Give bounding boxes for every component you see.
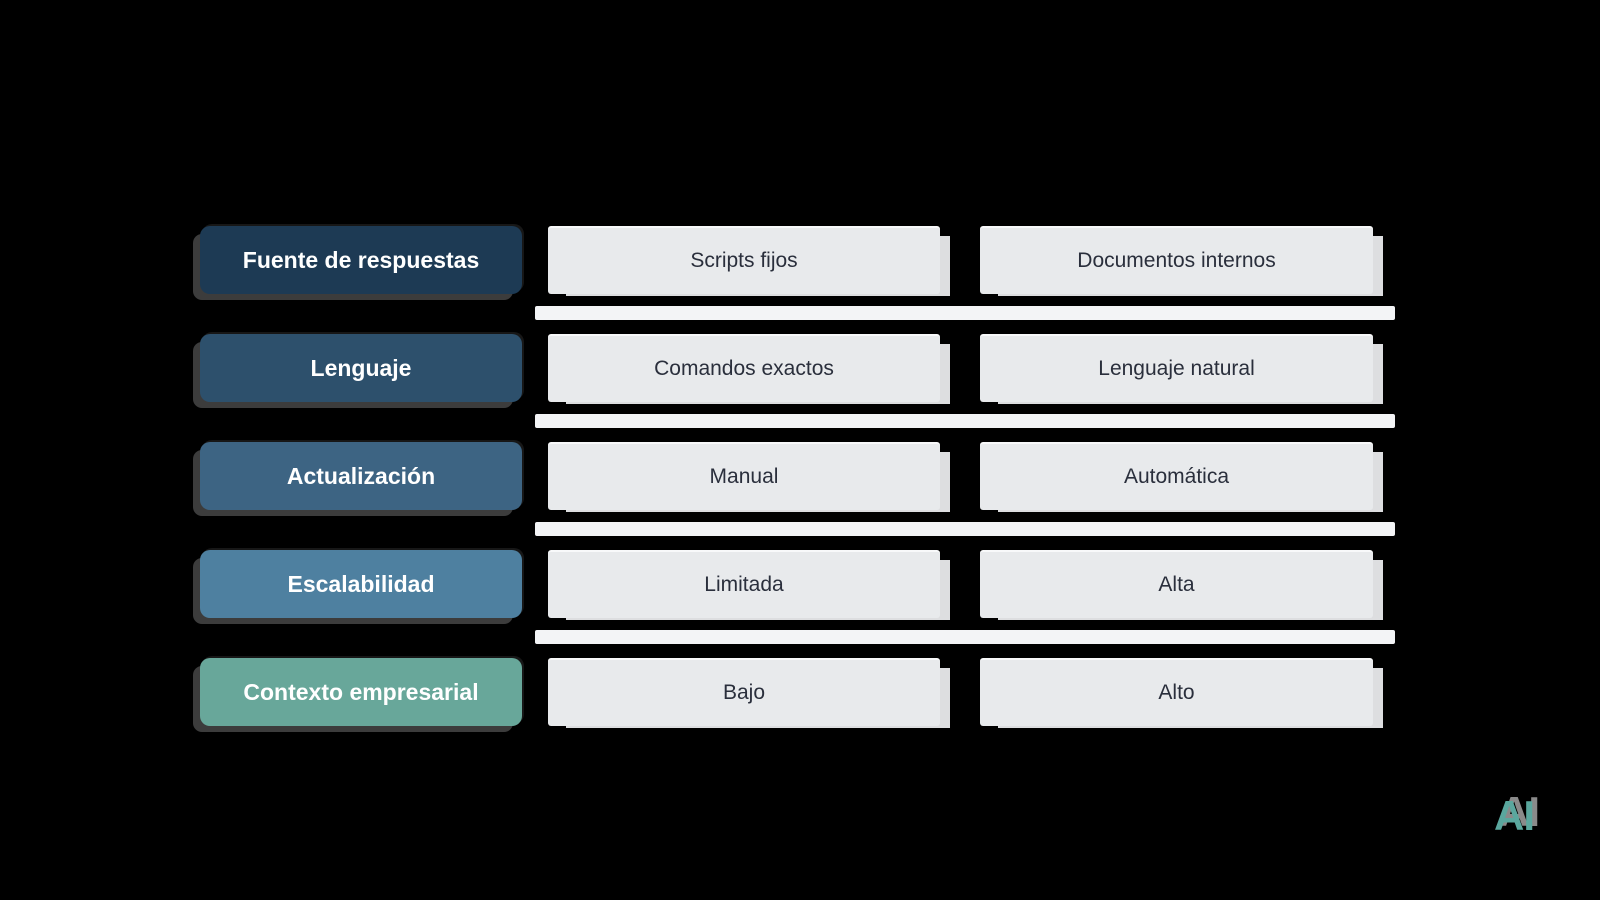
cell-col1: Comandos exactos (548, 334, 940, 402)
cell-col2: Alto (980, 658, 1373, 726)
table-row: Lenguaje Comandos exactos Lenguaje natur… (0, 334, 1600, 402)
separator-strip (535, 522, 1395, 536)
cell-col1: Manual (548, 442, 940, 510)
table-row: Escalabilidad Limitada Alta (0, 550, 1600, 618)
cell-col1: Scripts fijos (548, 226, 940, 294)
separator-strip (535, 630, 1395, 644)
row-label-pill: Escalabilidad (200, 550, 522, 618)
separator-strip (535, 306, 1395, 320)
row-label-pill: Lenguaje (200, 334, 522, 402)
cell-col2: Alta (980, 550, 1373, 618)
cell-col2: Documentos internos (980, 226, 1373, 294)
row-label-pill: Contexto empresarial (200, 658, 522, 726)
row-label-pill: Fuente de respuestas (200, 226, 522, 294)
cell-col1: Bajo (548, 658, 940, 726)
cell-col1: Limitada (548, 550, 940, 618)
table-row: Fuente de respuestas Scripts fijos Docum… (0, 226, 1600, 294)
cell-col2: Automática (980, 442, 1373, 510)
separator-strip (535, 414, 1395, 428)
cell-col2: Lenguaje natural (980, 334, 1373, 402)
ai-logo: AI (1494, 792, 1535, 839)
row-label-pill: Actualización (200, 442, 522, 510)
table-row: Actualización Manual Automática (0, 442, 1600, 510)
table-row: Contexto empresarial Bajo Alto (0, 658, 1600, 726)
